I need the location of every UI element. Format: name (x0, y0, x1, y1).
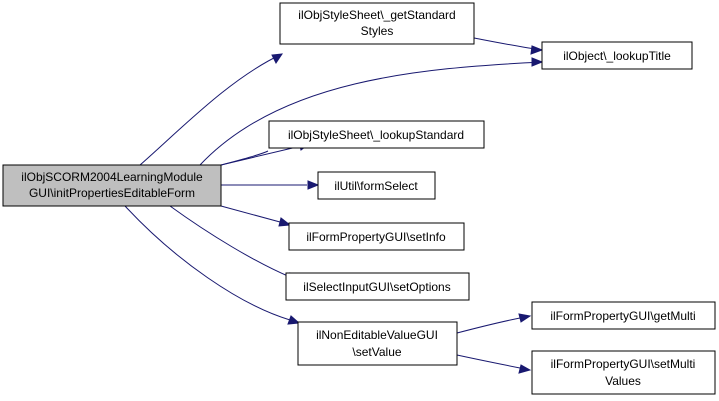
edge-non-editable-to-set-multi-values (456, 354, 521, 369)
edge-arrowhead (287, 315, 301, 325)
node-get-standard-styles-line-2: Styles (361, 24, 394, 38)
node-lookup-title-box (541, 41, 693, 70)
node-set-multi-values[interactable]: ilFormPropertyGUI\setMulti Values (531, 350, 716, 395)
node-non-editable-set-value-box (297, 321, 458, 366)
node-set-multi-values-line-2: Values (605, 374, 641, 388)
node-set-multi-values-box (531, 350, 716, 395)
call-nodes: ilObjSCORM2004LearningModule GUI\initPro… (2, 2, 716, 395)
node-root[interactable]: ilObjSCORM2004LearningModule GUI\initPro… (2, 164, 222, 207)
node-lookup-title-label: ilObject\_lookupTitle (563, 49, 671, 63)
node-lookup-standard-label: ilObjStyleSheet\_lookupStandard (288, 128, 464, 142)
edge-root-to-set-options (169, 205, 291, 278)
edge-arrowhead (518, 313, 532, 323)
node-form-select[interactable]: ilUtil\formSelect (317, 171, 436, 200)
node-get-multi-box (531, 301, 716, 330)
node-root-line-1: ilObjSCORM2004LearningModule (21, 170, 203, 184)
node-form-select-box (317, 171, 436, 200)
node-root-box (2, 164, 222, 207)
node-lookup-standard-box (268, 120, 485, 149)
node-get-standard-styles-line-1: ilObjStyleSheet\_getStandard (298, 8, 455, 22)
node-set-options-box (285, 272, 470, 301)
node-get-multi[interactable]: ilFormPropertyGUI\getMulti (531, 301, 716, 330)
edge-root-to-non-editable-set-value (124, 205, 291, 321)
edge-arrowhead (531, 57, 544, 67)
edge-arrowhead (278, 217, 292, 227)
node-get-standard-styles[interactable]: ilObjStyleSheet\_getStandard Styles (279, 2, 475, 45)
edge-arrowhead (307, 180, 320, 190)
edge-segment (220, 145, 302, 166)
node-form-select-label: ilUtil\formSelect (334, 179, 418, 193)
edge-arrowhead (518, 364, 532, 374)
edge-root-to-set-info (220, 205, 281, 223)
node-non-editable-set-value-line-2: \setValue (352, 345, 401, 359)
edge-non-editable-to-get-multi (456, 317, 521, 334)
node-set-info[interactable]: ilFormPropertyGUI\setInfo (288, 222, 465, 251)
node-set-info-box (288, 222, 465, 251)
node-lookup-title[interactable]: ilObject\_lookupTitle (541, 41, 693, 70)
node-non-editable-set-value[interactable]: ilNonEditableValueGUI \setValue (297, 321, 458, 366)
node-lookup-standard[interactable]: ilObjStyleSheet\_lookupStandard (268, 120, 485, 149)
node-set-info-label: ilFormPropertyGUI\setInfo (306, 230, 446, 244)
edge-root-to-get-standard-styles (139, 53, 283, 166)
node-get-multi-label: ilFormPropertyGUI\getMulti (550, 309, 695, 323)
edge-arrowhead (530, 45, 544, 55)
edge-arrowhead (271, 53, 284, 64)
node-root-line-2: GUI\initPropertiesEditableForm (29, 186, 195, 200)
node-non-editable-set-value-line-1: ilNonEditableValueGUI (316, 328, 438, 342)
edge-root-to-lookup-title (199, 61, 543, 166)
node-set-options-label: ilSelectInputGUI\setOptions (303, 280, 450, 294)
node-set-options[interactable]: ilSelectInputGUI\setOptions (285, 272, 470, 301)
node-get-standard-styles-box (279, 2, 475, 45)
node-set-multi-values-line-1: ilFormPropertyGUI\setMulti (551, 357, 696, 371)
